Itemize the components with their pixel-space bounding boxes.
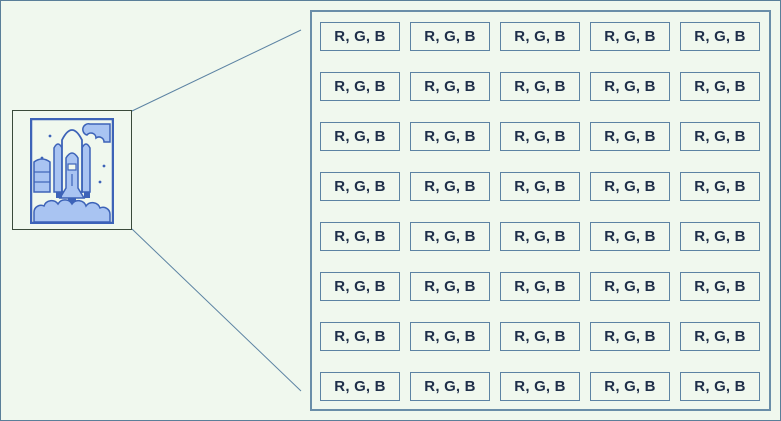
- pixel-cell: R, G, B: [320, 72, 400, 101]
- pixel-cell: R, G, B: [590, 322, 670, 351]
- pixel-cell: R, G, B: [590, 172, 670, 201]
- image-thumbnail: [12, 110, 132, 230]
- pixel-cell: R, G, B: [680, 122, 760, 151]
- pixel-cell: R, G, B: [500, 122, 580, 151]
- pixel-cell: R, G, B: [410, 322, 490, 351]
- pixel-cell: R, G, B: [410, 372, 490, 401]
- pixel-cell: R, G, B: [680, 22, 760, 51]
- pixel-cell: R, G, B: [410, 22, 490, 51]
- pixel-cell: R, G, B: [410, 172, 490, 201]
- pixel-cell: R, G, B: [680, 272, 760, 301]
- pixel-cell: R, G, B: [410, 122, 490, 151]
- pixel-cell: R, G, B: [320, 322, 400, 351]
- pixel-cell: R, G, B: [320, 122, 400, 151]
- pixel-cell: R, G, B: [320, 272, 400, 301]
- pixel-cell: R, G, B: [590, 122, 670, 151]
- pixel-cell: R, G, B: [680, 172, 760, 201]
- zoom-line-bottom: [131, 228, 302, 392]
- pixel-cell: R, G, B: [410, 72, 490, 101]
- pixel-cell: R, G, B: [500, 222, 580, 251]
- pixel-cell: R, G, B: [500, 172, 580, 201]
- pixel-cell: R, G, B: [500, 272, 580, 301]
- pixel-cell: R, G, B: [410, 222, 490, 251]
- pixel-value-grid: R, G, B R, G, B R, G, B R, G, B R, G, B R, G,…: [310, 10, 771, 411]
- space-shuttle-launch-icon: [30, 118, 114, 224]
- pixel-cell: R, G, B: [320, 372, 400, 401]
- pixel-cell: R, G, B: [680, 372, 760, 401]
- pixel-cell: R, G, B: [680, 72, 760, 101]
- pixel-cell: R, G, B: [590, 72, 670, 101]
- pixel-cell: R, G, B: [500, 372, 580, 401]
- pixel-cell: R, G, B: [680, 322, 760, 351]
- pixel-cell: R, G, B: [320, 22, 400, 51]
- pixel-cell: R, G, B: [500, 22, 580, 51]
- pixel-cell: R, G, B: [590, 22, 670, 51]
- pixel-cell: R, G, B: [500, 322, 580, 351]
- pixel-cell: R, G, B: [410, 272, 490, 301]
- pixel-cell: R, G, B: [590, 222, 670, 251]
- pixel-cell: R, G, B: [680, 222, 760, 251]
- pixel-cell: R, G, B: [590, 372, 670, 401]
- zoom-line-top: [131, 29, 302, 112]
- pixel-cell: R, G, B: [320, 172, 400, 201]
- pixel-cell: R, G, B: [500, 72, 580, 101]
- pixel-cell: R, G, B: [590, 272, 670, 301]
- pixel-cell: R, G, B: [320, 222, 400, 251]
